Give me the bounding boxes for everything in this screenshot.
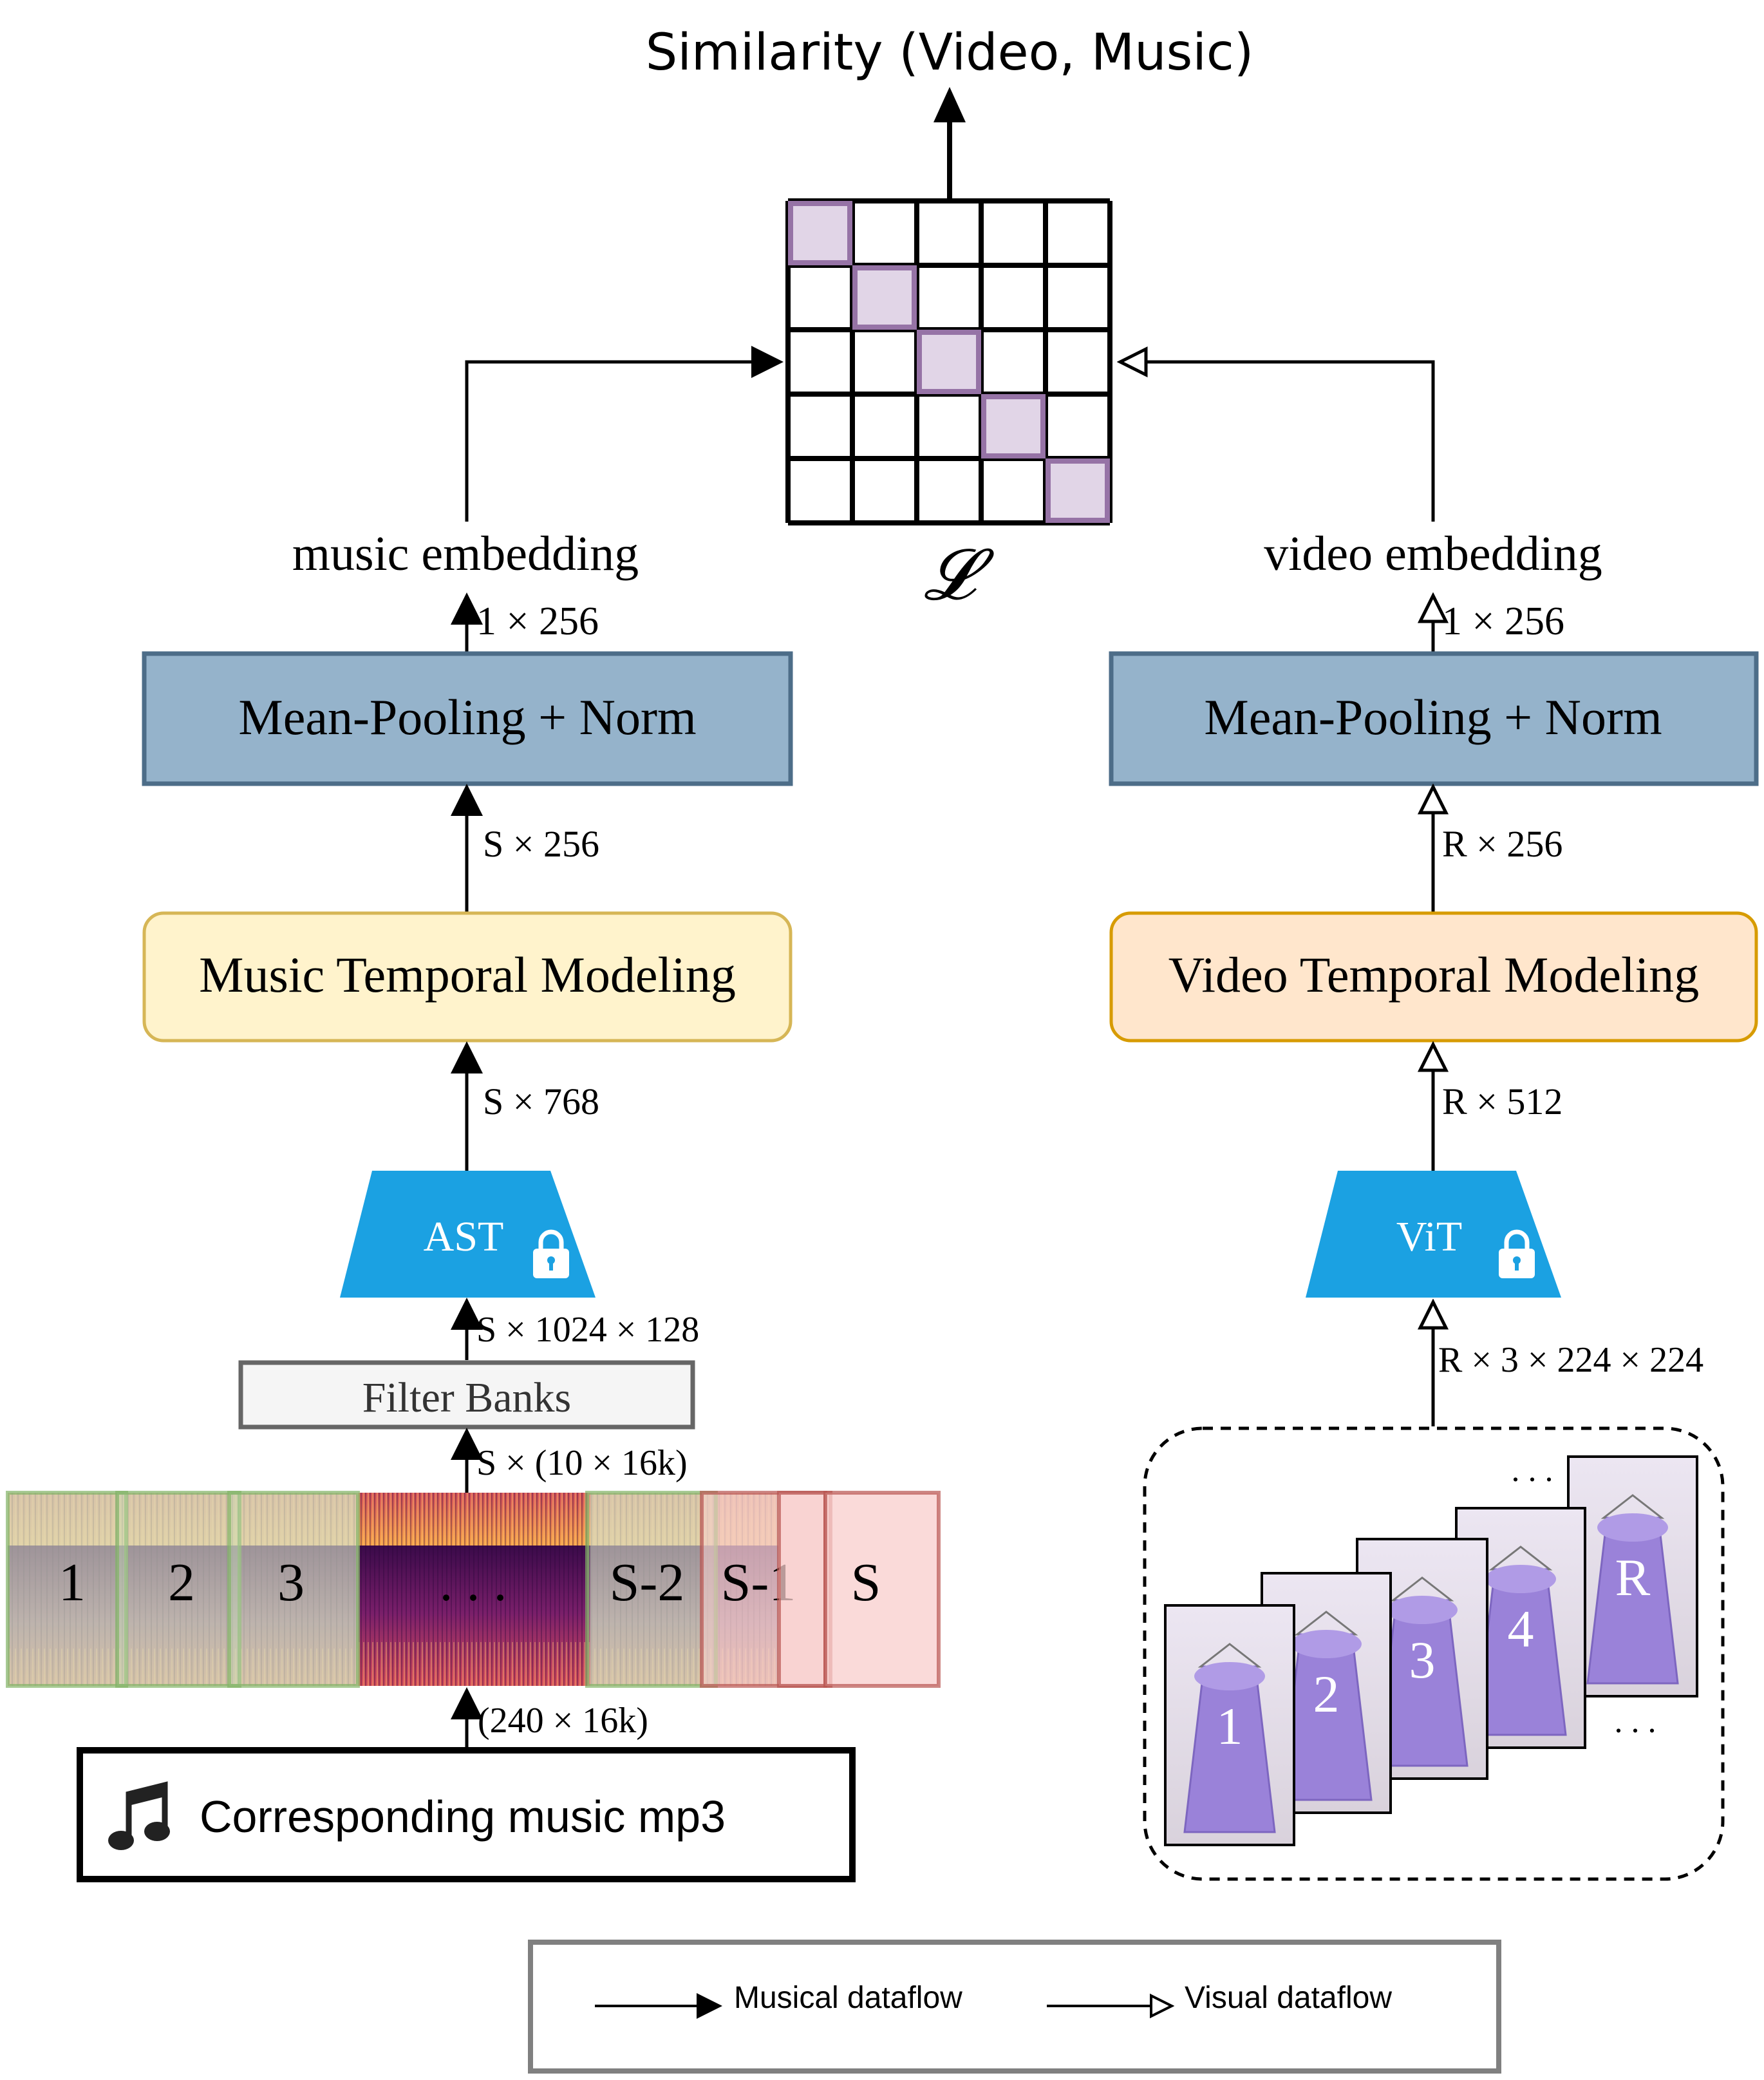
music-embedding-dim: 1 × 256: [476, 600, 599, 643]
vit-encoder-block: [1306, 1171, 1561, 1298]
dress-collar: [1387, 1596, 1458, 1624]
matrix-diagonal-cell: [1046, 459, 1110, 523]
dress-collar: [1291, 1630, 1362, 1658]
video-frame-label: 4: [1508, 1600, 1534, 1658]
segment-dim: S × (10 × 16k): [476, 1443, 688, 1483]
video-frame-label: R: [1615, 1548, 1651, 1607]
video-frame-label: 1: [1217, 1697, 1243, 1755]
music-segment-box: [115, 1491, 241, 1688]
music-temporal-out-dim: S × 256: [483, 823, 599, 865]
music-pooling-label: Mean-Pooling + Norm: [238, 689, 696, 745]
similarity-matrix: [785, 198, 1112, 525]
matrix-diagonal-cell: [852, 265, 917, 330]
dress-collar: [1485, 1565, 1556, 1593]
video-temporal-out-dim: R × 256: [1442, 823, 1562, 865]
ast-encoder-label: AST: [424, 1213, 504, 1260]
legend-musical-label: Musical dataflow: [734, 1981, 962, 2015]
music-input-box: [77, 1747, 856, 1882]
diagram-title: Similarity (Video, Music): [646, 24, 1254, 82]
music-note-icon: [108, 1781, 170, 1850]
dress-collar: [1597, 1513, 1668, 1542]
music-segment-label: 1: [59, 1553, 86, 1612]
vit-encoder-label: ViT: [1396, 1213, 1462, 1260]
frames-ellipsis-top: . . .: [1512, 1452, 1553, 1489]
fbank-out-dim: S × 1024 × 128: [476, 1310, 699, 1350]
frames-dim: R × 3 × 224 × 224: [1438, 1340, 1703, 1380]
music-segment-box: [227, 1491, 360, 1688]
video-temporal-label: Video Temporal Modeling: [1168, 947, 1700, 1003]
ast-encoder-block: [340, 1171, 596, 1298]
matrix-diagonal-cell: [917, 330, 981, 394]
music-input-label: Corresponding music mp3: [200, 1792, 726, 1842]
video-frames: R 4 3 2 1: [1164, 1455, 1698, 1846]
vit-lock-icon: [1499, 1229, 1535, 1278]
music-embedding-label: music embedding: [292, 527, 639, 581]
video-temporal-box: [1109, 911, 1758, 1043]
frames-ellipsis-bottom: . . .: [1615, 1703, 1656, 1740]
video-frames-container: [1143, 1426, 1725, 1881]
music-segment-box: [6, 1491, 128, 1688]
matrix-diagonal-cell: [788, 201, 852, 265]
spectrogram-strip: [8, 1493, 778, 1686]
music-encoder-out-dim: S × 768: [483, 1081, 599, 1122]
loss-symbol: 𝓛: [924, 536, 995, 614]
video-embedding-dim: 1 × 256: [1442, 600, 1564, 643]
filter-banks-box: [238, 1360, 695, 1430]
music-segment-label: 3: [277, 1553, 305, 1612]
video-encoder-out-dim: R × 512: [1442, 1081, 1562, 1122]
matrix-diagonal-cell: [981, 394, 1046, 459]
music-segment-box: [777, 1491, 827, 1688]
filter-banks-label: Filter Banks: [362, 1374, 572, 1421]
input-dim: (240 × 16k): [478, 1701, 648, 1741]
ast-lock-icon: [533, 1229, 569, 1278]
music-segment-label: S: [851, 1553, 881, 1612]
output-arrow-head: [934, 87, 966, 122]
video-to-matrix-line: [1120, 362, 1435, 522]
music-segment-label: 2: [168, 1553, 195, 1612]
matrix-diagonal-outline: [1046, 459, 1110, 523]
music-segment-box: [585, 1491, 718, 1688]
music-temporal-label: Music Temporal Modeling: [199, 947, 736, 1003]
music-segment-label: S-2: [610, 1553, 685, 1612]
video-embedding-label: video embedding: [1264, 527, 1602, 581]
matrix-diagonal-outline: [852, 265, 917, 330]
video-frame-label: 2: [1313, 1665, 1340, 1723]
music-segment-label: . . .: [440, 1553, 507, 1612]
dress-collar: [1194, 1662, 1265, 1690]
video-pooling-label: Mean-Pooling + Norm: [1204, 689, 1662, 745]
matrix-diagonal-outline: [981, 394, 1046, 459]
video-pooling-box: [1109, 651, 1759, 786]
matrix-diagonal-outline: [788, 201, 852, 265]
matrix-diagonal-outline: [917, 330, 981, 394]
music-segment-box: [823, 1491, 941, 1688]
video-frame-label: 3: [1409, 1631, 1436, 1689]
music-temporal-box: [142, 911, 793, 1043]
legend-visual-label: Visual dataflow: [1185, 1981, 1392, 2015]
music-to-matrix-line: [465, 346, 783, 522]
